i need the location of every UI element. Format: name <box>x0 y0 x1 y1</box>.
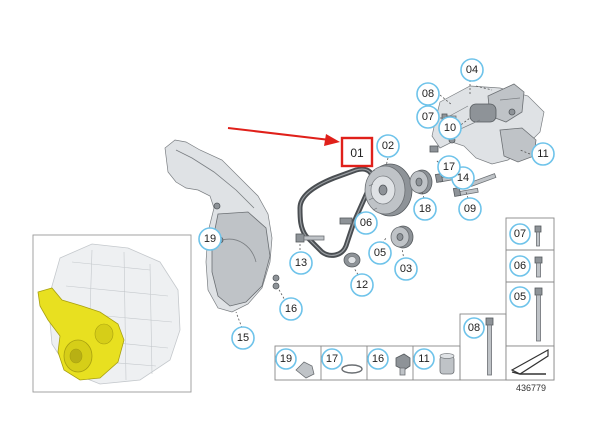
svg-text:17: 17 <box>443 161 455 173</box>
callout-05: 05 <box>368 241 392 265</box>
callout-02: 02 <box>376 134 400 158</box>
highlight-arrow <box>227 127 340 146</box>
callout-16: 16 <box>279 297 303 321</box>
callout-19: 19 <box>198 227 222 251</box>
legend-item-06: 06 <box>509 255 543 278</box>
svg-text:13: 13 <box>295 257 307 269</box>
legend-item-08: 08 <box>463 317 494 376</box>
svg-text:17: 17 <box>326 353 338 365</box>
svg-text:09: 09 <box>464 203 476 215</box>
svg-text:19: 19 <box>280 353 292 365</box>
svg-text:19: 19 <box>204 233 216 245</box>
legend-item-07: 07 <box>509 223 542 247</box>
idler-pulley-part <box>409 169 433 195</box>
svg-text:08: 08 <box>422 88 434 100</box>
engine-inset <box>32 234 192 393</box>
callout-label: 01 <box>350 146 364 160</box>
callout-08: 08 <box>416 82 440 106</box>
svg-text:07: 07 <box>422 111 434 123</box>
svg-text:12: 12 <box>356 279 368 291</box>
svg-text:16: 16 <box>285 303 297 315</box>
legend-item-17: 17 <box>321 348 363 374</box>
svg-text:07: 07 <box>514 228 526 240</box>
callout-15: 15 <box>231 326 255 350</box>
diagram-id: 436779 <box>516 383 546 393</box>
svg-text:15: 15 <box>237 332 249 344</box>
callout-17: 17 <box>437 155 461 179</box>
callout-07: 07 <box>416 105 440 129</box>
drive-belt-part <box>297 166 375 258</box>
direction-symbol <box>505 345 555 381</box>
svg-text:11: 11 <box>418 353 429 365</box>
damper-pulley-part <box>364 163 413 217</box>
svg-text:18: 18 <box>419 203 431 215</box>
tensioner-bracket-part <box>431 83 545 165</box>
guide-pulley-part <box>390 225 414 249</box>
svg-text:14: 14 <box>457 172 469 184</box>
central-bolt-part <box>295 233 325 243</box>
svg-text:11: 11 <box>537 148 548 160</box>
highlight-box <box>340 136 374 168</box>
callout-04: 04 <box>460 58 484 82</box>
callout-14: 14 <box>451 166 475 190</box>
svg-text:10: 10 <box>444 122 456 134</box>
engine-highlight-part <box>37 287 125 381</box>
svg-text:16: 16 <box>372 353 384 365</box>
parts-legend-table: 07 06 05 08 19 <box>274 217 555 381</box>
callout-13: 13 <box>289 251 313 275</box>
leader-lines <box>218 80 531 329</box>
svg-text:05: 05 <box>374 247 386 259</box>
belt-guide-part <box>339 217 353 225</box>
callout-11: 11 <box>531 142 555 166</box>
legend-item-11: 11 <box>413 348 455 375</box>
callout-09: 09 <box>458 197 482 221</box>
legend-item-05: 05 <box>509 286 543 342</box>
svg-text:02: 02 <box>382 140 394 152</box>
legend-item-16: 16 <box>367 348 411 376</box>
svg-text:03: 03 <box>400 263 412 275</box>
svg-text:04: 04 <box>466 64 478 76</box>
callout-18: 18 <box>413 197 437 221</box>
svg-text:06: 06 <box>514 260 526 272</box>
legend-item-19: 19 <box>275 348 315 379</box>
callout-10: 10 <box>438 116 462 140</box>
callout-12: 12 <box>350 273 374 297</box>
seal-ring-part <box>343 252 361 268</box>
callout-03: 03 <box>394 257 418 281</box>
svg-text:08: 08 <box>468 322 480 334</box>
svg-text:05: 05 <box>514 291 526 303</box>
svg-text:06: 06 <box>360 217 372 229</box>
callout-06: 06 <box>354 211 378 235</box>
callout-01: 01 <box>350 146 364 160</box>
